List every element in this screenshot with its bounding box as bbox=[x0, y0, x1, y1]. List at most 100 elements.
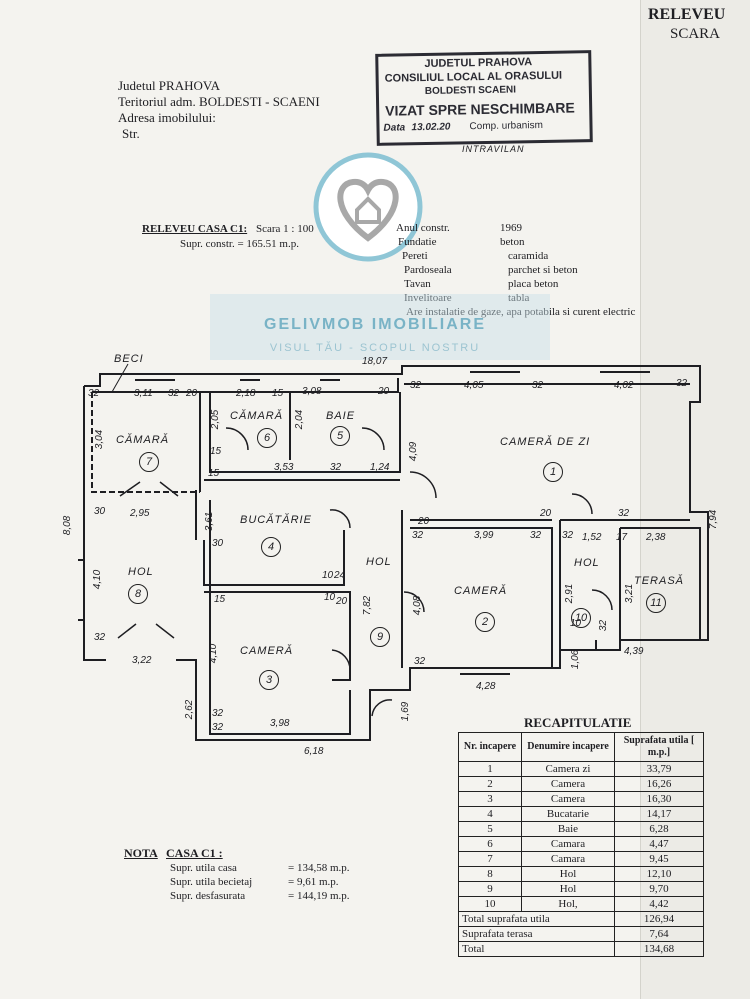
dim-terrace-height: 3,21 bbox=[624, 583, 636, 604]
dim-wall: 17 bbox=[616, 532, 628, 543]
corner-header-line1: RELEVEU bbox=[648, 6, 726, 23]
room-8-number: 8 bbox=[128, 584, 148, 604]
dim-wall: 32 bbox=[410, 380, 422, 391]
note-label-useful: Supr. utila casa bbox=[170, 862, 237, 874]
dim-corridor-b: 1,24 bbox=[370, 462, 390, 473]
dim-wall: 32 bbox=[530, 530, 542, 541]
note-title-house: CASA C1 : bbox=[166, 846, 223, 860]
room-1-label: CAMERĂ DE ZI bbox=[500, 436, 591, 448]
dim-terrace-length: 4,39 bbox=[624, 646, 644, 657]
survey-scale: Scara 1 : 100 bbox=[256, 223, 314, 235]
dim-room1-width-b: 4,02 bbox=[614, 380, 634, 391]
note-value-developed: = 144,19 m.p. bbox=[288, 890, 350, 902]
watermark-title: GELIVMOB IMOBILIARE bbox=[264, 316, 486, 333]
dim-wall: 32 bbox=[618, 508, 630, 519]
dim-wall: 15 bbox=[214, 594, 226, 605]
room-6-number: 6 bbox=[257, 428, 277, 448]
dim-wall: 32 bbox=[532, 380, 544, 391]
dim-room5-height: 2,04 bbox=[294, 409, 306, 430]
dim-wall: 32 bbox=[330, 462, 342, 473]
room-10-number: 10 bbox=[571, 608, 591, 628]
dim-wall: 30 bbox=[212, 538, 224, 549]
dim-bottom-length: 6,18 bbox=[304, 746, 324, 757]
dim-wall: 32 bbox=[412, 530, 424, 541]
dim-entry-width: 3,22 bbox=[132, 655, 152, 666]
dim-room3-height: 4,10 bbox=[208, 643, 220, 664]
dim-wall: 20 bbox=[378, 386, 390, 397]
dim-terrace-width: 2,38 bbox=[646, 532, 666, 543]
dim-room3-lower: 2,62 bbox=[184, 699, 196, 720]
dim-step: 1,06 bbox=[570, 649, 582, 670]
dim-wall: 32 bbox=[212, 708, 224, 719]
room-9-number: 9 bbox=[370, 627, 390, 647]
dim-right-height: 7,94 bbox=[708, 509, 720, 530]
dim-wall: 32 bbox=[212, 722, 224, 733]
recap-header-area: Suprafata utila [ m.p.] bbox=[614, 732, 704, 762]
dim-total-height: 8,08 bbox=[62, 515, 74, 536]
stamp-intravilan: INTRAVILAN bbox=[462, 144, 525, 154]
note-label-basement: Supr. utila becietaj bbox=[170, 876, 253, 888]
dim-wall: 32 bbox=[168, 388, 180, 399]
header-territory: Teritoriul adm. BOLDESTI - SCAENI bbox=[118, 94, 320, 109]
dim-room2-width: 3,99 bbox=[474, 530, 494, 541]
survey-built-area: Supr. constr. = 165.51 m.p. bbox=[180, 238, 299, 250]
dim-room7-width: 3,11 bbox=[134, 388, 153, 399]
dim-room7-height: 3,04 bbox=[94, 429, 106, 450]
recap-title: RECAPITULATIE bbox=[524, 715, 632, 730]
room-7-number: 7 bbox=[139, 452, 159, 472]
dim-hall9-height: 7,82 bbox=[362, 595, 374, 616]
dim-wall: 10 bbox=[324, 592, 336, 603]
watermark-subtitle: VISUL TĂU - SCOPUL NOSTRU bbox=[269, 342, 481, 354]
basement-label: BECI bbox=[114, 353, 144, 365]
header-county: Judetul PRAHOVA bbox=[118, 78, 220, 93]
room-6-label: CĂMARĂ bbox=[230, 410, 284, 422]
dim-wall: 20 bbox=[540, 508, 552, 519]
room-4-label: BUCĂTĂRIE bbox=[240, 514, 312, 526]
recap-table: Nr. incapere Denumire incapere Suprafata… bbox=[458, 732, 704, 957]
note-title: NOTA bbox=[124, 846, 158, 860]
dim-room8-width: 2,95 bbox=[130, 508, 150, 519]
dim-room8-height: 4,10 bbox=[92, 569, 104, 590]
dim-room6-height: 2,05 bbox=[210, 409, 222, 430]
room-7-label: CĂMARĂ bbox=[116, 434, 170, 446]
room-2-number: 2 bbox=[475, 612, 495, 632]
watermark-banner bbox=[210, 294, 550, 360]
dim-room6-width: 2,18 bbox=[236, 388, 256, 399]
room-9-label: HOL bbox=[366, 556, 392, 568]
dim-wall: 32 bbox=[562, 530, 574, 541]
dim-wall: 15 bbox=[208, 468, 220, 479]
header-address: Adresa imobilului: bbox=[118, 110, 216, 125]
note-value-useful: = 134,58 m.p. bbox=[288, 862, 350, 874]
room-4-number: 4 bbox=[261, 537, 281, 557]
dim-wall: 30 bbox=[94, 506, 106, 517]
dim-kitchen-height: 3,61 bbox=[204, 511, 216, 532]
room-8-label: HOL bbox=[128, 566, 154, 578]
room-3-number: 3 bbox=[259, 670, 279, 690]
dim-wall: 20 bbox=[336, 596, 348, 607]
dim-wall: 32 bbox=[88, 388, 100, 399]
dim-room2-height: 4,08 bbox=[412, 595, 424, 616]
dim-wall: 24 bbox=[334, 570, 346, 581]
room-5-label: BAIE bbox=[326, 410, 356, 422]
dim-wall: 10 bbox=[322, 570, 334, 581]
dim-room1-width-a: 4,05 bbox=[464, 380, 484, 391]
dim-room10-height: 2,91 bbox=[564, 583, 576, 604]
dim-wall: 20 bbox=[186, 388, 198, 399]
dim-room2-bottom: 4,28 bbox=[476, 681, 496, 692]
dim-wall: 32 bbox=[676, 378, 688, 389]
watermark-logo-icon bbox=[313, 152, 423, 262]
dim-room1-height: 4,09 bbox=[408, 441, 420, 462]
dim-wall: 32 bbox=[94, 632, 106, 643]
survey-title: RELEVEU CASA C1: bbox=[142, 223, 248, 235]
